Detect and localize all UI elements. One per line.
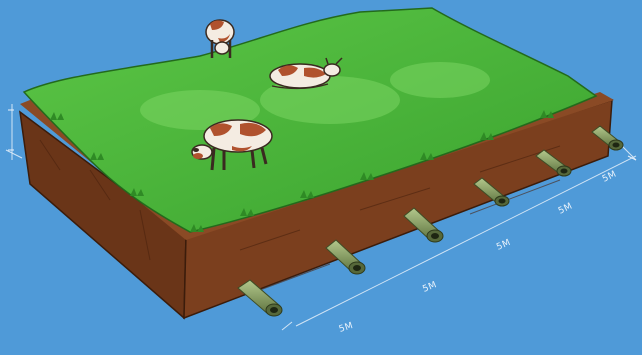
dimension-label: 5M bbox=[557, 201, 574, 216]
cow-icon bbox=[193, 148, 199, 152]
dimension-label: 5M bbox=[421, 280, 438, 295]
cow-icon bbox=[206, 20, 234, 58]
dimension-label: 5M bbox=[338, 321, 355, 335]
dimension-label: 5M bbox=[495, 238, 512, 253]
dimension-label: 5M bbox=[601, 169, 618, 184]
